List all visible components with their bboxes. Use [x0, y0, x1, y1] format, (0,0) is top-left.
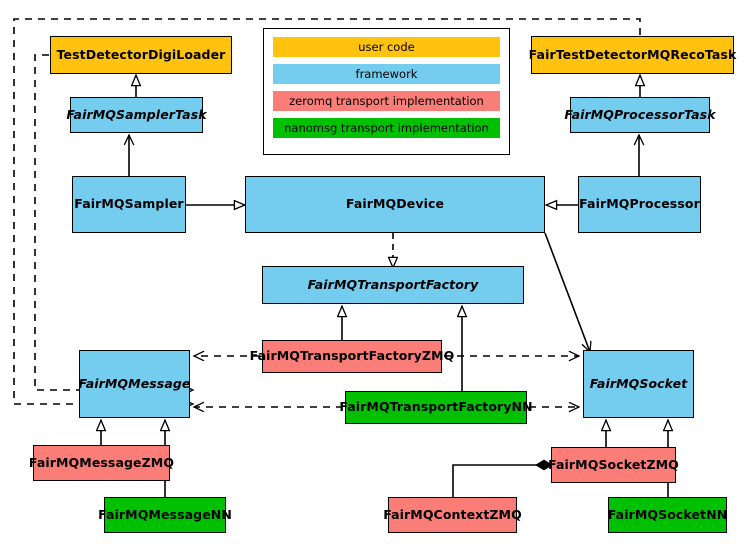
class-label: FairMQSocketZMQ	[548, 456, 679, 472]
class-box-fair-mq-sampler-task[interactable]: FairMQSamplerTask	[66, 97, 207, 133]
class-label: FairMQTransportFactoryNN	[339, 399, 533, 415]
class-box-fair-mq-message[interactable]: FairMQMessage	[79, 350, 190, 418]
class-box-fair-mq-processor[interactable]: FairMQProcessor	[578, 176, 701, 233]
class-label: FairMQProcessor	[579, 196, 700, 212]
class-label: FairMQTransportFactory	[307, 276, 479, 292]
class-label: FairTestDetectorMQRecoTask	[528, 46, 737, 62]
class-label: FairMQDevice	[345, 196, 445, 212]
class-label: FairMQMessageNN	[98, 506, 232, 522]
legend-label: zeromq transport implementation	[289, 94, 484, 108]
class-label: FairMQContextZMQ	[383, 506, 522, 522]
legend-item-zeromq: zeromq transport implementation	[273, 91, 500, 111]
edge-device-to-socket	[544, 232, 590, 352]
class-box-fair-test-detector-mq-reco-task[interactable]: FairTestDetectorMQRecoTask	[528, 36, 737, 74]
legend-item-framework: framework	[273, 64, 500, 84]
class-label: FairMQSamplerTask	[66, 106, 207, 122]
class-label: FairMQProcessorTask	[564, 106, 716, 122]
class-box-fair-mq-transport-factory-zmq[interactable]: FairMQTransportFactoryZMQ	[250, 340, 454, 373]
class-box-fair-mq-context-zmq[interactable]: FairMQContextZMQ	[383, 497, 522, 533]
edge-contextzmq-to-socketzmq	[452, 459, 553, 497]
class-box-fair-mq-processor-task[interactable]: FairMQProcessorTask	[564, 97, 716, 133]
class-label: FairMQSampler	[74, 196, 184, 212]
class-box-fair-mq-socket-nn[interactable]: FairMQSocketNN	[608, 497, 727, 533]
legend-label: framework	[355, 67, 418, 81]
legend-panel: user code framework zeromq transport imp…	[263, 28, 510, 155]
class-label: FairMQMessageZMQ	[28, 454, 175, 470]
class-box-fair-mq-message-nn[interactable]: FairMQMessageNN	[98, 497, 232, 533]
legend-item-user-code: user code	[273, 37, 500, 57]
class-label: FairMQMessage	[78, 375, 191, 391]
class-box-test-detector-digi-loader[interactable]: TestDetectorDigiLoader	[50, 36, 232, 74]
legend-item-nanomsg: nanomsg transport implementation	[273, 118, 500, 138]
class-box-fair-mq-device[interactable]: FairMQDevice	[245, 176, 545, 233]
class-label: FairMQTransportFactoryZMQ	[249, 348, 455, 364]
legend-label: user code	[358, 40, 415, 54]
class-box-fair-mq-sampler[interactable]: FairMQSampler	[72, 176, 186, 233]
class-label: FairMQSocket	[589, 375, 688, 391]
class-box-fair-mq-message-zmq[interactable]: FairMQMessageZMQ	[29, 445, 174, 481]
legend-label: nanomsg transport implementation	[284, 121, 489, 135]
class-box-fair-mq-socket[interactable]: FairMQSocket	[583, 350, 694, 418]
class-box-fair-mq-transport-factory[interactable]: FairMQTransportFactory	[262, 266, 524, 304]
class-box-fair-mq-transport-factory-nn[interactable]: FairMQTransportFactoryNN	[339, 391, 533, 424]
class-box-fair-mq-socket-zmq[interactable]: FairMQSocketZMQ	[548, 447, 679, 483]
class-label: FairMQSocketNN	[607, 506, 728, 522]
class-label: TestDetectorDigiLoader	[56, 46, 226, 62]
